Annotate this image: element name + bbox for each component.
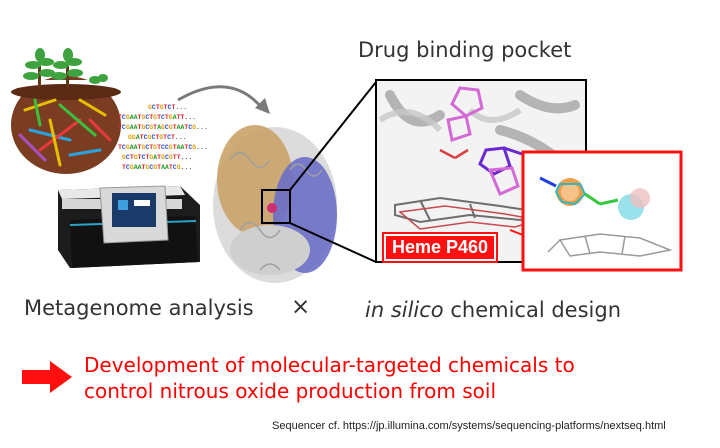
cross-symbol: ×: [291, 294, 311, 320]
sequencer-machine: [58, 185, 200, 268]
sequence-read: TCGAATGCGTAGCGTAATCG...: [118, 124, 208, 131]
conclusion-line-1: Development of molecular-targeted chemic…: [84, 353, 575, 377]
metagenome-analysis-label: Metagenome analysis: [24, 296, 254, 320]
red-arrow: [22, 361, 72, 393]
sequence-read: TCGAATGCGTAATCG...: [122, 164, 193, 171]
conclusion-line-2: control nitrous oxide production from so…: [84, 379, 497, 403]
pharmacophore-panel: [509, 150, 683, 272]
zoom-box: [261, 189, 291, 224]
sequence-read: GCTGTCTGATGCGTT...: [122, 154, 193, 161]
chemical-design-label: in silico chemical design: [365, 298, 621, 322]
sequence-reads: GCTGTCT... TCGAATGCTGTCTGATT... TCGAATGCGT…: [118, 103, 208, 173]
curved-arrow: [177, 85, 264, 109]
heme-label: Heme P460: [384, 234, 497, 261]
in-silico-text: in silico: [365, 298, 444, 322]
image-credit: Sequencer cf. https://jp.illumina.com/sy…: [272, 420, 666, 432]
sequence-read: TCGAATGCTGTCCGTAATCG...: [118, 144, 208, 151]
plant-icons: [23, 48, 108, 87]
protein-structure: [213, 125, 337, 283]
soil-sample: [11, 48, 121, 174]
sequence-read: GGATCGCTGTCT...: [128, 134, 187, 141]
drug-binding-pocket-label: Drug binding pocket: [358, 38, 572, 62]
chemical-design-text: chemical design: [443, 298, 622, 322]
sequence-read: TCGAATGCTGTCTGATT...: [118, 114, 197, 121]
sequence-read: GCTGTCT...: [148, 104, 188, 111]
